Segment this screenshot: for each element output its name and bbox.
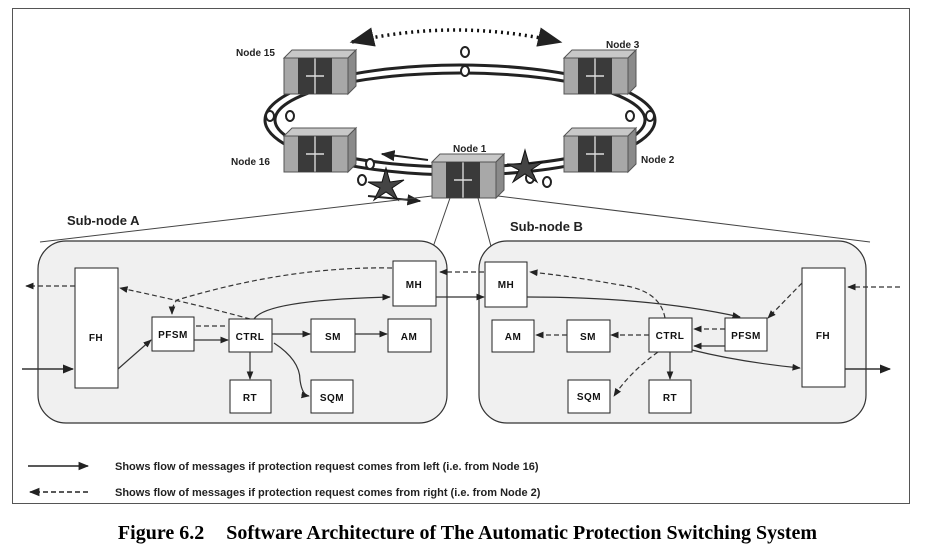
module-fh-a: FH [74,267,119,389]
sub-node-b-label: Sub-node B [510,219,583,234]
module-sm-a-label: SM [325,332,341,343]
module-sm-b: SM [566,319,611,353]
module-pfsm-b-label: PFSM [731,331,761,342]
module-mh-b: MH [484,261,528,308]
module-rt-a-label: RT [243,393,257,404]
module-rt-a: RT [229,379,272,414]
node-2-label: Node 2 [641,155,675,166]
module-mh-b-label: MH [498,280,515,291]
module-sqm-a-label: SQM [320,393,344,404]
solid-flows-a [22,293,485,399]
module-rt-b-label: RT [663,393,677,404]
module-am-b: AM [491,319,535,353]
node-16-icon [282,126,358,174]
module-mh-a: MH [392,260,437,307]
module-mh-a-label: MH [406,280,423,291]
module-ctrl-a: CTRL [228,318,273,353]
module-am-a-label: AM [401,332,418,343]
module-sm-b-label: SM [580,332,596,343]
module-am-a: AM [387,318,432,353]
module-pfsm-a-label: PFSM [158,330,188,341]
node-1-label: Node 1 [453,144,487,155]
bidirectional-dotted-arrow [349,27,563,47]
module-sqm-b: SQM [567,379,611,414]
figure-frame [12,8,910,504]
node-16-label: Node 16 [231,157,270,168]
solid-flows-b [526,296,892,380]
fault-star-icon [367,166,405,202]
figure-title: Software Architecture of The Automatic P… [226,522,818,544]
figure-number: Figure 6.2 [117,522,205,544]
module-sm-a: SM [310,318,356,353]
module-ctrl-a-label: CTRL [236,332,265,343]
node-15-icon [282,48,358,96]
module-rt-b: RT [648,379,692,414]
node-1-icon [430,152,506,200]
module-sqm-a: SQM [310,379,354,414]
zoom-lines [39,195,871,251]
sub-node-a-label: Sub-node A [67,213,140,228]
module-pfsm-b: PFSM [724,317,768,352]
ring-flow-arrow [380,150,429,162]
module-ctrl-b: CTRL [648,317,693,353]
module-fh-b: FH [801,267,846,388]
dashed-flows-a [25,267,484,327]
dashed-flows-b [529,269,900,397]
figure-caption: Figure 6.2 Software Architecture of The A… [0,522,935,545]
module-pfsm-a: PFSM [151,316,195,352]
node-3-icon [562,48,638,96]
legend-dashed-label: Shows flow of messages if protection req… [115,487,541,499]
node-3-label: Node 3 [606,40,640,51]
fault-star-icon [506,148,544,184]
module-am-b-label: AM [505,332,522,343]
module-ctrl-b-label: CTRL [656,331,685,342]
module-sqm-b-label: SQM [577,392,601,403]
node-15-label: Node 15 [236,48,275,59]
module-fh-b-label: FH [816,331,830,342]
legend-solid-label: Shows flow of messages if protection req… [115,461,539,473]
module-fh-a-label: FH [89,333,103,344]
node-2-icon [562,126,638,174]
